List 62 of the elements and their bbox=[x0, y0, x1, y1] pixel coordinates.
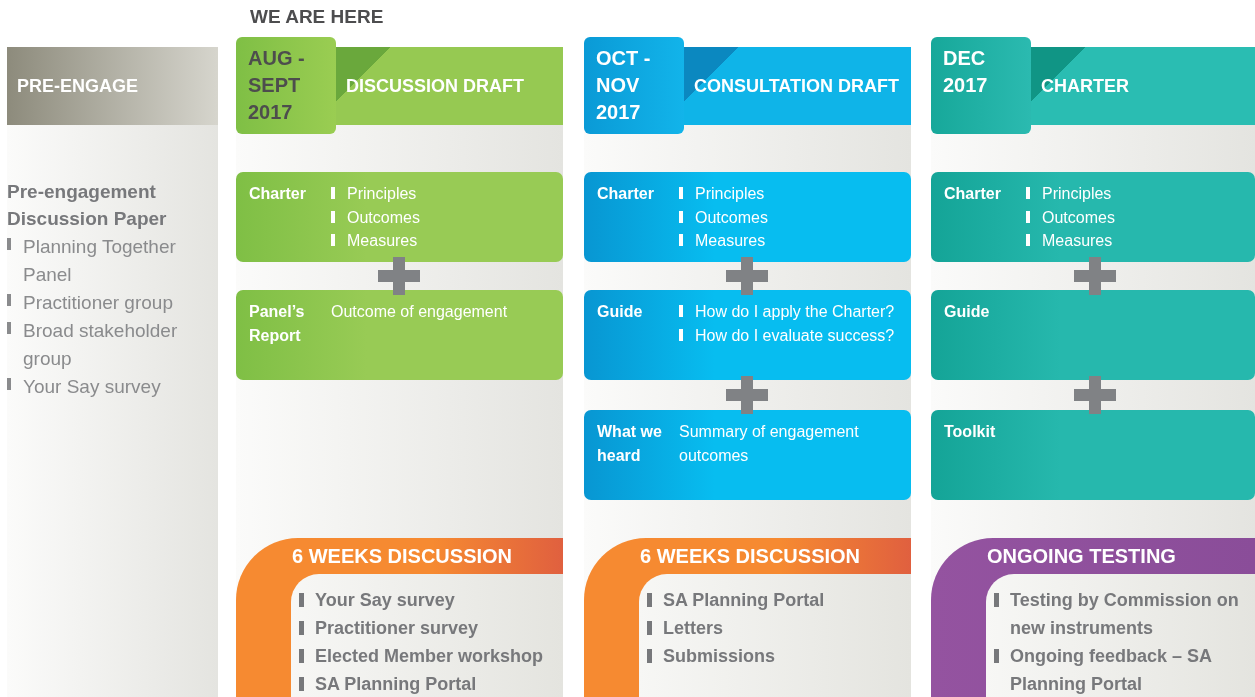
phase-header bbox=[684, 47, 911, 125]
engagement-panel bbox=[584, 538, 911, 697]
engagement-panel bbox=[931, 538, 1255, 697]
deliverable-card bbox=[236, 172, 563, 262]
list-item: Submissions bbox=[647, 642, 907, 670]
list-item: Measures bbox=[679, 229, 901, 253]
panel-heading: 6 WEEKS DISCUSSION bbox=[640, 544, 861, 569]
list-item: How do I evaluate success? bbox=[679, 323, 901, 347]
list-item: Measures bbox=[1026, 229, 1245, 253]
list-item: Planning Together Panel bbox=[7, 233, 212, 289]
card-heading: Panel’s Report bbox=[249, 302, 306, 346]
date-label: OCT - NOV 2017 bbox=[596, 46, 652, 125]
date-tab bbox=[931, 37, 1031, 134]
deliverable-card bbox=[584, 410, 911, 500]
marker-label: WE ARE HERE bbox=[250, 6, 384, 28]
phase-title: PRE-ENGAGE bbox=[16, 75, 139, 97]
list-item: Elected Member workshop bbox=[299, 642, 559, 670]
deliverable-card bbox=[931, 290, 1255, 380]
deliverable-card bbox=[931, 172, 1255, 262]
card-heading: Charter bbox=[597, 184, 655, 204]
list-item: Principles bbox=[679, 182, 901, 206]
date-label: DEC 2017 bbox=[943, 46, 989, 98]
card-heading: What we heard bbox=[597, 422, 663, 466]
list-item: SA Planning Portal bbox=[299, 670, 559, 697]
deliverable-card bbox=[236, 290, 563, 380]
panel-heading: ONGOING TESTING bbox=[987, 544, 1176, 569]
card-heading: Charter bbox=[249, 184, 307, 204]
list-item: Practitioner group bbox=[7, 289, 212, 317]
list-item: Outcomes bbox=[331, 205, 553, 229]
phase-header bbox=[7, 47, 218, 125]
list-item: Summary of engagement outcomes bbox=[679, 422, 860, 466]
engagement-panel bbox=[236, 538, 563, 697]
phase-header bbox=[336, 47, 563, 125]
list-item: Outcomes bbox=[1026, 205, 1245, 229]
date-tab bbox=[236, 37, 336, 134]
list-item: Your Say survey bbox=[7, 373, 212, 401]
list-item: Measures bbox=[331, 229, 553, 253]
date-label: AUG - SEPT 2017 bbox=[248, 46, 306, 125]
card-heading: Toolkit bbox=[944, 422, 997, 442]
phase-title: CHARTER bbox=[1040, 75, 1129, 97]
list-item: Principles bbox=[331, 182, 553, 206]
phase-header bbox=[1031, 47, 1255, 125]
list-item: Ongoing feedback – SA Planning Portal bbox=[994, 642, 1251, 697]
list-item: Principles bbox=[1026, 182, 1245, 206]
list-item: Practitioner survey bbox=[299, 614, 559, 642]
deliverable-card bbox=[584, 290, 911, 380]
deliverable-card bbox=[584, 172, 911, 262]
panel-heading: 6 WEEKS DISCUSSION bbox=[292, 544, 513, 569]
phase-title: CONSULTATION DRAFT bbox=[693, 75, 899, 97]
deliverable-card bbox=[931, 410, 1255, 500]
list-item: Outcomes bbox=[679, 205, 901, 229]
phase-title: DISCUSSION DRAFT bbox=[345, 75, 524, 97]
card-heading: Guide bbox=[597, 302, 644, 322]
list-item: Outcome of engagement bbox=[331, 302, 509, 322]
list-item: How do I apply the Charter? bbox=[679, 300, 901, 324]
list-item: Broad stakeholder group bbox=[7, 317, 212, 373]
card-heading: Guide bbox=[944, 302, 991, 322]
date-tab bbox=[584, 37, 684, 134]
list-item: Letters bbox=[647, 614, 907, 642]
list-item: Testing by Commission on new instruments bbox=[994, 586, 1251, 642]
list-heading: Pre-engagement Discussion Paper bbox=[7, 180, 168, 231]
card-heading: Charter bbox=[944, 184, 1002, 204]
